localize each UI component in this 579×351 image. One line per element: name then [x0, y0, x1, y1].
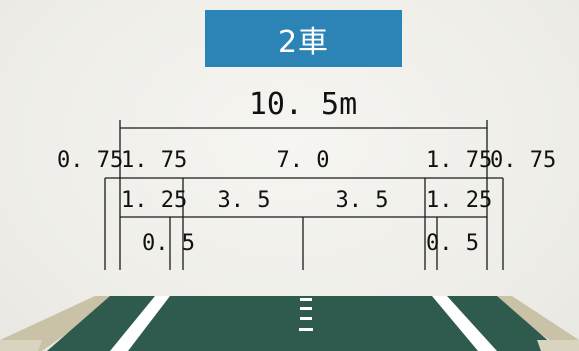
row1-right-inner-label: 1. 75 [426, 148, 492, 173]
row3-left-label: 0. 5 [142, 231, 195, 256]
row2-left-label: 1. 25 [121, 188, 187, 213]
center-dash [300, 307, 312, 310]
row2-lane-left-label: 3. 5 [218, 188, 271, 213]
road-illustration [0, 296, 579, 351]
dimension-lines [104, 120, 504, 270]
row1-center-label: 7. 0 [277, 148, 330, 173]
sidewalk-right [537, 340, 579, 351]
center-dash [300, 298, 312, 301]
curb-left [0, 296, 120, 351]
row1-right-outer-label: 0. 75 [490, 148, 556, 173]
row3-right-label: 0. 5 [426, 231, 479, 256]
row1-left-inner-label: 1. 75 [121, 148, 187, 173]
road-surface [47, 296, 560, 351]
center-dash [299, 328, 313, 331]
row1-left-outer-label: 0. 75 [57, 148, 123, 173]
center-dash [300, 317, 312, 320]
edge-line-left [110, 296, 170, 351]
title-text: 2車 [277, 24, 330, 60]
title-badge: 2車 [205, 10, 402, 67]
row2-right-label: 1. 25 [426, 188, 492, 213]
total-width-label: 10. 5m [249, 87, 357, 122]
sidewalk-left [0, 340, 42, 351]
edge-line-right [432, 296, 497, 351]
row2-lane-right-label: 3. 5 [336, 188, 389, 213]
